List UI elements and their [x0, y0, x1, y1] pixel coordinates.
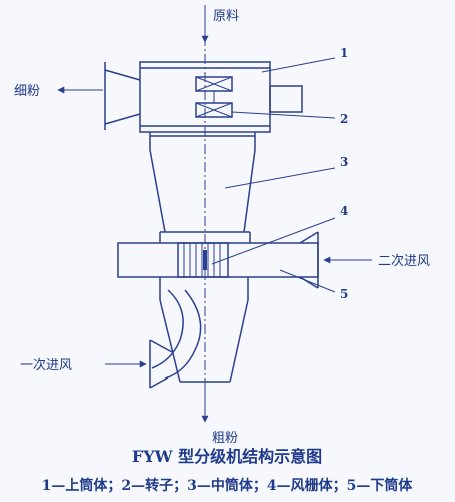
label-primary-air: 一次进风 [20, 357, 72, 373]
leader-1 [261, 57, 336, 73]
diagram-legend: 1—上筒体；2—转子；3—中筒体；4—风栅体；5—下筒体 [42, 477, 414, 494]
air-grid [177, 242, 229, 278]
diagram-title: FYW 型分级机结构示意图 [132, 447, 322, 466]
middle-cylinder [149, 132, 256, 233]
leader-3 [224, 167, 336, 189]
callout-2: 2 [340, 112, 348, 126]
lower-cylinder [117, 231, 319, 289]
callout-1: 1 [340, 46, 348, 60]
lower-cone [159, 277, 249, 383]
upper-cylinder [139, 61, 303, 133]
fine-powder-outlet [104, 62, 141, 130]
leader-4 [211, 217, 336, 265]
callout-3: 3 [340, 155, 348, 169]
callout-5: 5 [340, 287, 348, 301]
callout-4: 4 [340, 204, 348, 218]
leader-5 [279, 269, 336, 293]
leader-2 [231, 111, 336, 119]
rotor [195, 76, 233, 118]
label-coarse-powder: 粗粉 [212, 431, 238, 446]
label-secondary-air: 二次进风 [378, 253, 430, 269]
primary-air-duct [149, 289, 202, 389]
label-raw-material: 原料 [213, 9, 239, 24]
label-fine-powder: 细粉 [14, 84, 40, 99]
